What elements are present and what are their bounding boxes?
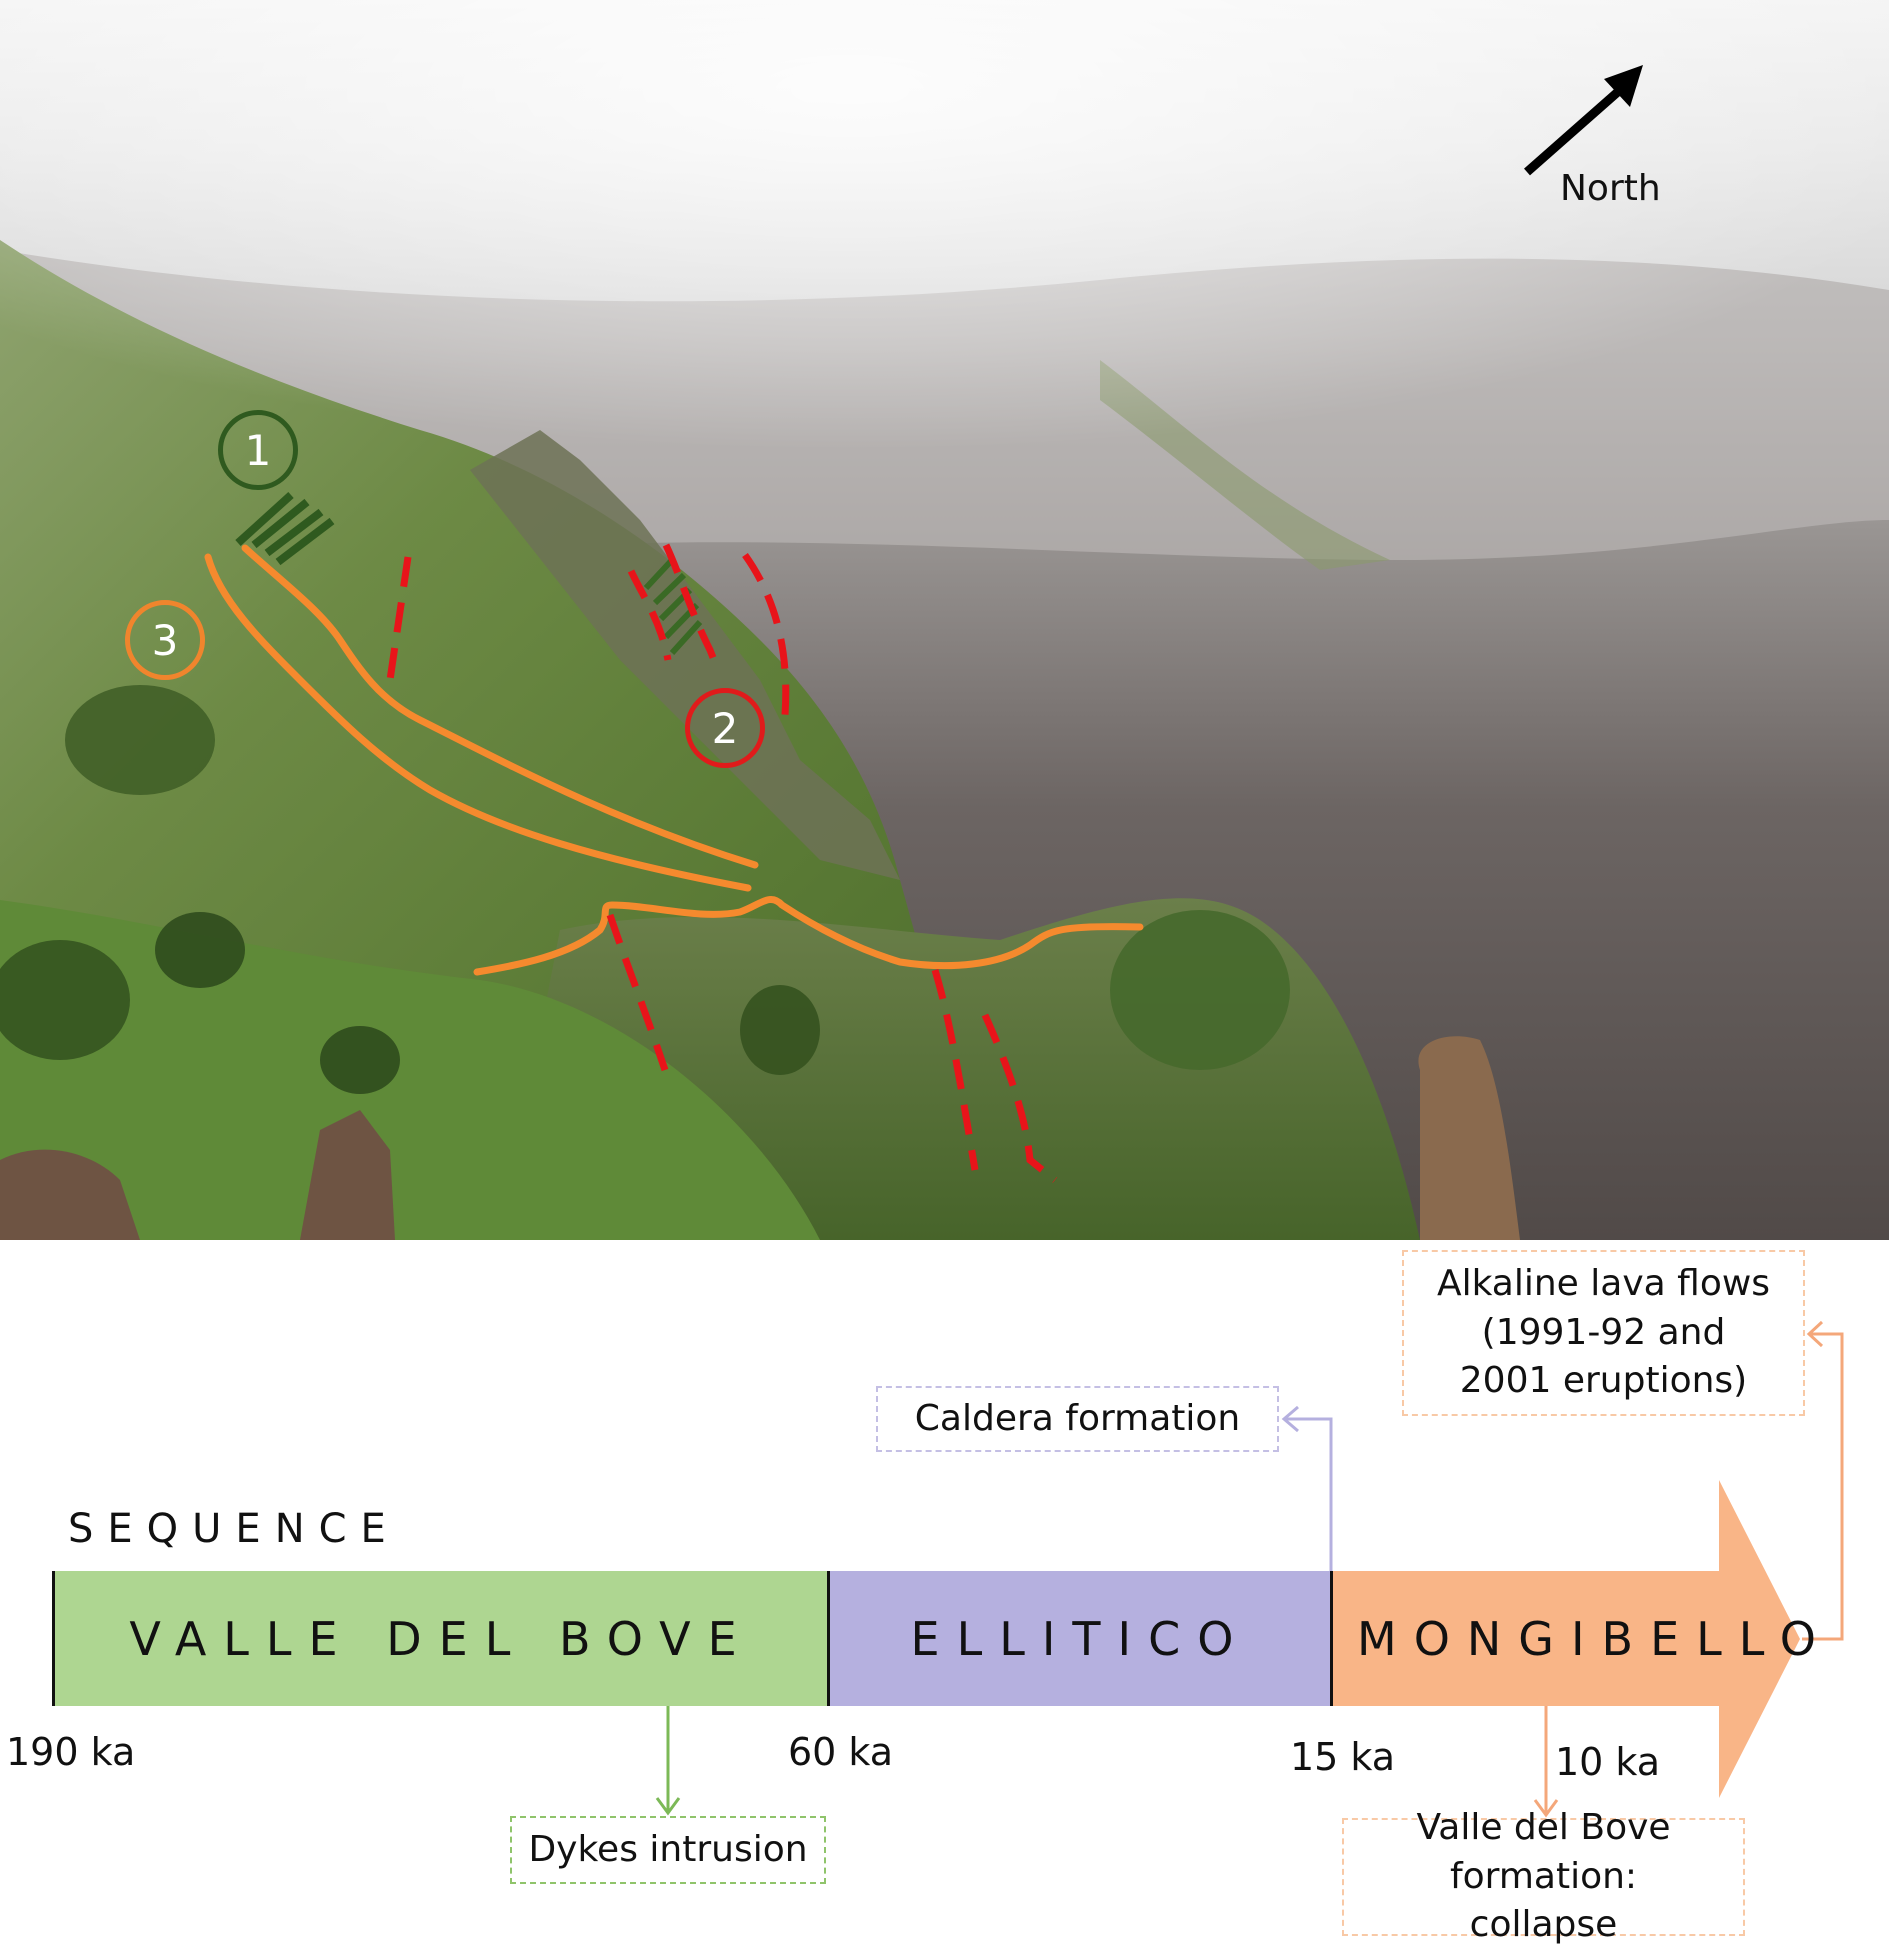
north-label: North	[1560, 168, 1661, 209]
alkaline-connector	[1802, 1332, 1844, 1641]
event-caldera-formation: Caldera formation	[876, 1386, 1279, 1452]
lava-layer-hatch-1	[235, 492, 335, 566]
annotated-field-photo: North 1 2 3	[0, 0, 1889, 1240]
landscape-scene	[0, 0, 1889, 1240]
north-arrow-icon	[1524, 65, 1643, 176]
event-alkaline-lava-flows: Alkaline lava flows (1991-92 and 2001 er…	[1402, 1250, 1805, 1416]
marker-1: 1	[218, 410, 298, 490]
event-alkaline-label: Alkaline lava flows (1991-92 and 2001 er…	[1436, 1263, 1771, 1402]
marker-1-number: 1	[244, 425, 272, 475]
event-dykes-intrusion: Dykes intrusion	[510, 1816, 826, 1884]
period-mongibello: MONGIBELLO	[1330, 1571, 1816, 1706]
event-dykes-label: Dykes intrusion	[528, 1828, 808, 1870]
marker-3-number: 3	[151, 615, 179, 665]
event-collapse-label: Valle del Bove formation: collapse	[1416, 1807, 1671, 1946]
dyke-lines	[386, 543, 1058, 1183]
dykes-arrowhead-icon	[655, 1797, 681, 1816]
tick-190-ka: 190 ka	[6, 1730, 136, 1774]
sequence-timeline: SEQUENCE VALLE DEL BOVE ELLITICO MONGIBE…	[0, 1240, 1889, 1947]
alkaline-arrowhead-icon	[1806, 1320, 1824, 1348]
tick-15-ka: 15 ka	[1290, 1735, 1396, 1779]
marker-2-number: 2	[711, 703, 739, 753]
tick-60-ka: 60 ka	[788, 1730, 894, 1774]
caldera-connector	[1285, 1417, 1333, 1571]
event-valle-del-bove-collapse: Valle del Bove formation: collapse	[1342, 1807, 1745, 1945]
marker-3: 3	[125, 600, 205, 680]
caldera-arrowhead-icon	[1281, 1405, 1299, 1433]
period-valle-del-bove: VALLE DEL BOVE	[52, 1571, 828, 1706]
stratigraphic-contact-lines	[204, 544, 1144, 976]
tick-10-ka: 10 ka	[1555, 1740, 1661, 1784]
sequence-title: SEQUENCE	[68, 1506, 400, 1552]
event-caldera-label: Caldera formation	[914, 1397, 1241, 1439]
marker-2: 2	[685, 688, 765, 768]
period-ellitico: ELLITICO	[827, 1571, 1331, 1706]
